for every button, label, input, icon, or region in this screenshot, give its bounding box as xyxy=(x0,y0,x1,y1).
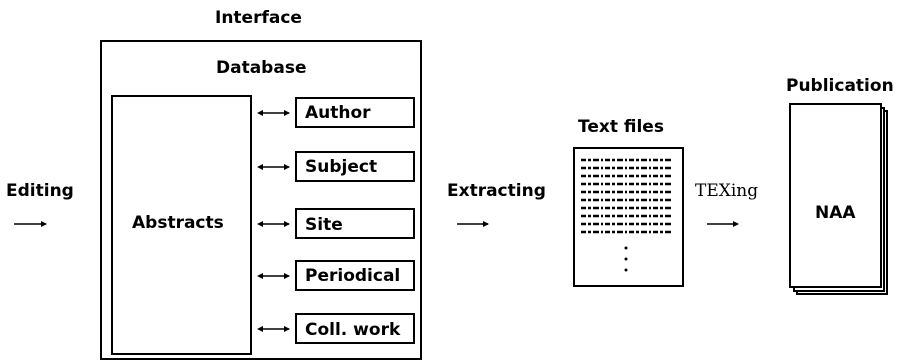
database-label: Database xyxy=(216,58,307,78)
interface-label: Interface xyxy=(215,8,302,28)
text-files-document xyxy=(573,147,684,287)
texing-label: TEXing xyxy=(695,181,759,201)
field-box-subject: Subject xyxy=(295,151,415,182)
field-label-author: Author xyxy=(305,103,371,123)
publication-page-front xyxy=(789,103,882,288)
abstracts-box xyxy=(111,95,252,355)
field-label-coll-work: Coll. work xyxy=(305,320,401,340)
text-files-label: Text files xyxy=(578,117,664,137)
editing-label: Editing xyxy=(6,181,74,201)
field-label-subject: Subject xyxy=(305,157,378,177)
field-box-coll-work: Coll. work xyxy=(295,313,415,344)
field-box-author: Author xyxy=(295,97,415,128)
field-label-site: Site xyxy=(305,215,343,235)
abstracts-label: Abstracts xyxy=(132,213,224,233)
field-box-site: Site xyxy=(295,208,415,239)
document-ellipsis xyxy=(624,246,628,272)
naa-label: NAA xyxy=(815,203,856,223)
field-label-periodical: Periodical xyxy=(305,266,401,286)
publication-label: Publication xyxy=(786,76,894,96)
extracting-label: Extracting xyxy=(447,181,546,201)
document-text-lines xyxy=(581,158,672,234)
field-box-periodical: Periodical xyxy=(295,260,415,291)
